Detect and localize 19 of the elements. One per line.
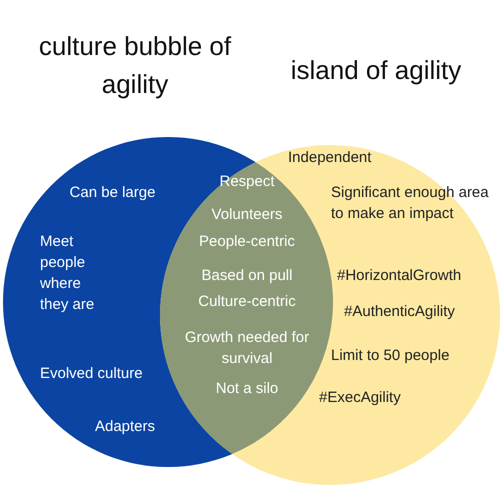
circle-heading: island of agility — [290, 54, 462, 87]
item-label: Limit to 50 people — [331, 346, 450, 366]
item-label: People-centric — [198, 232, 296, 252]
item-label: Can be large — [68, 183, 156, 203]
item-label: #AuthenticAgility — [344, 302, 456, 322]
item-label: Adapters — [94, 417, 156, 437]
item-label: Independent — [288, 148, 372, 168]
item-label: #HorizontalGrowth — [337, 266, 462, 286]
item-label: Significant enough area to make an impact — [331, 183, 490, 224]
item-label: Growth needed for survival — [184, 328, 310, 369]
item-label: Evolved culture — [40, 364, 144, 384]
item-label: #ExecAgility — [319, 388, 402, 408]
item-label: Not a silo — [214, 379, 280, 399]
circle-heading: culture bubble of agility — [38, 30, 232, 101]
item-label: Meet people where they are — [40, 232, 96, 315]
item-label: Culture-centric — [197, 292, 297, 312]
item-label: Respect — [218, 172, 276, 192]
item-label: Volunteers — [210, 205, 284, 225]
item-label: Based on pull — [200, 266, 294, 286]
